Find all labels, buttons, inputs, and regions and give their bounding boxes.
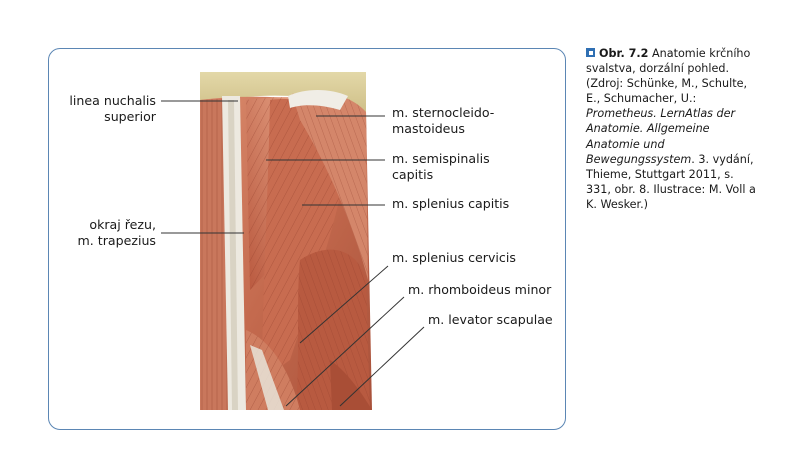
occipital-bone — [200, 72, 366, 116]
figure-caption: Obr. 7.2 Anatomie krčního svalstva, dorz… — [586, 46, 756, 212]
label-line: okraj řezu, — [89, 217, 156, 232]
leader-lines — [161, 100, 425, 407]
label-line: m. trapezius — [77, 233, 156, 248]
figure-frame — [48, 48, 566, 430]
caption-marker-icon — [586, 48, 595, 57]
label-line: superior — [104, 109, 156, 124]
label-splenius-cervicis: m. splenius cervicis — [392, 250, 516, 265]
label-line: m. sternocleido- — [392, 105, 495, 120]
caption-text: Anatomie krčního svalstva, dorzální pohl… — [586, 47, 751, 106]
label-okraj-rezu: okraj řezu, m. trapezius — [60, 217, 156, 249]
label-splenius-capitis: m. splenius capitis — [392, 196, 510, 211]
label-line: capitis — [392, 167, 434, 182]
label-line: mastoideus — [392, 121, 465, 136]
label-semispinalis-capitis: m. semispinalis capitis — [392, 151, 490, 183]
label-levator-scapulae: m. levator scapulae — [428, 312, 553, 327]
sternocleidomastoid-tendon — [288, 90, 348, 110]
label-sternocleidomastoideus: m. sternocleido- mastoideus — [392, 105, 494, 137]
caption-source-title: Prometheus. LernAtlas der Anatomie. Allg… — [586, 107, 736, 166]
label-linea-nuchalis: linea nuchalis superior — [60, 93, 156, 125]
label-rhomboideus-minor: m. rhomboideus minor — [408, 282, 552, 297]
caption-text-end: . 3. vydání, Thieme, Stuttgart 2011, s. … — [586, 152, 756, 211]
label-line: linea nuchalis — [69, 93, 156, 108]
label-line: m. semispinalis — [392, 151, 490, 166]
caption-title: Obr. 7.2 — [599, 47, 649, 60]
levator-scapulae-muscle — [330, 360, 372, 410]
